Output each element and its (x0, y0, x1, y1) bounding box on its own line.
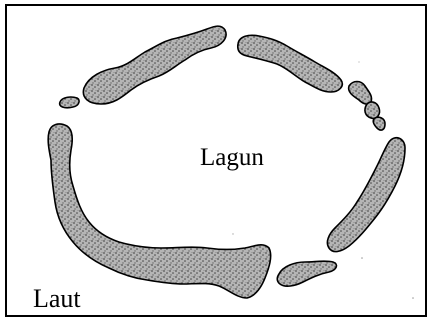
sea-label: Laut (33, 284, 81, 313)
island-south-east (326, 136, 406, 253)
islet-east-2 (364, 101, 381, 120)
islet-east-1 (347, 80, 373, 105)
island-south-west (47, 123, 272, 299)
map-frame: Lagun Laut (5, 4, 427, 317)
island-south (276, 260, 338, 287)
islet-west (58, 96, 80, 109)
islet-east-3 (372, 116, 386, 131)
atoll-map (47, 25, 414, 299)
island-north-west (82, 25, 227, 105)
lagoon-label: Lagun (200, 144, 264, 171)
island-north-east (236, 34, 344, 93)
